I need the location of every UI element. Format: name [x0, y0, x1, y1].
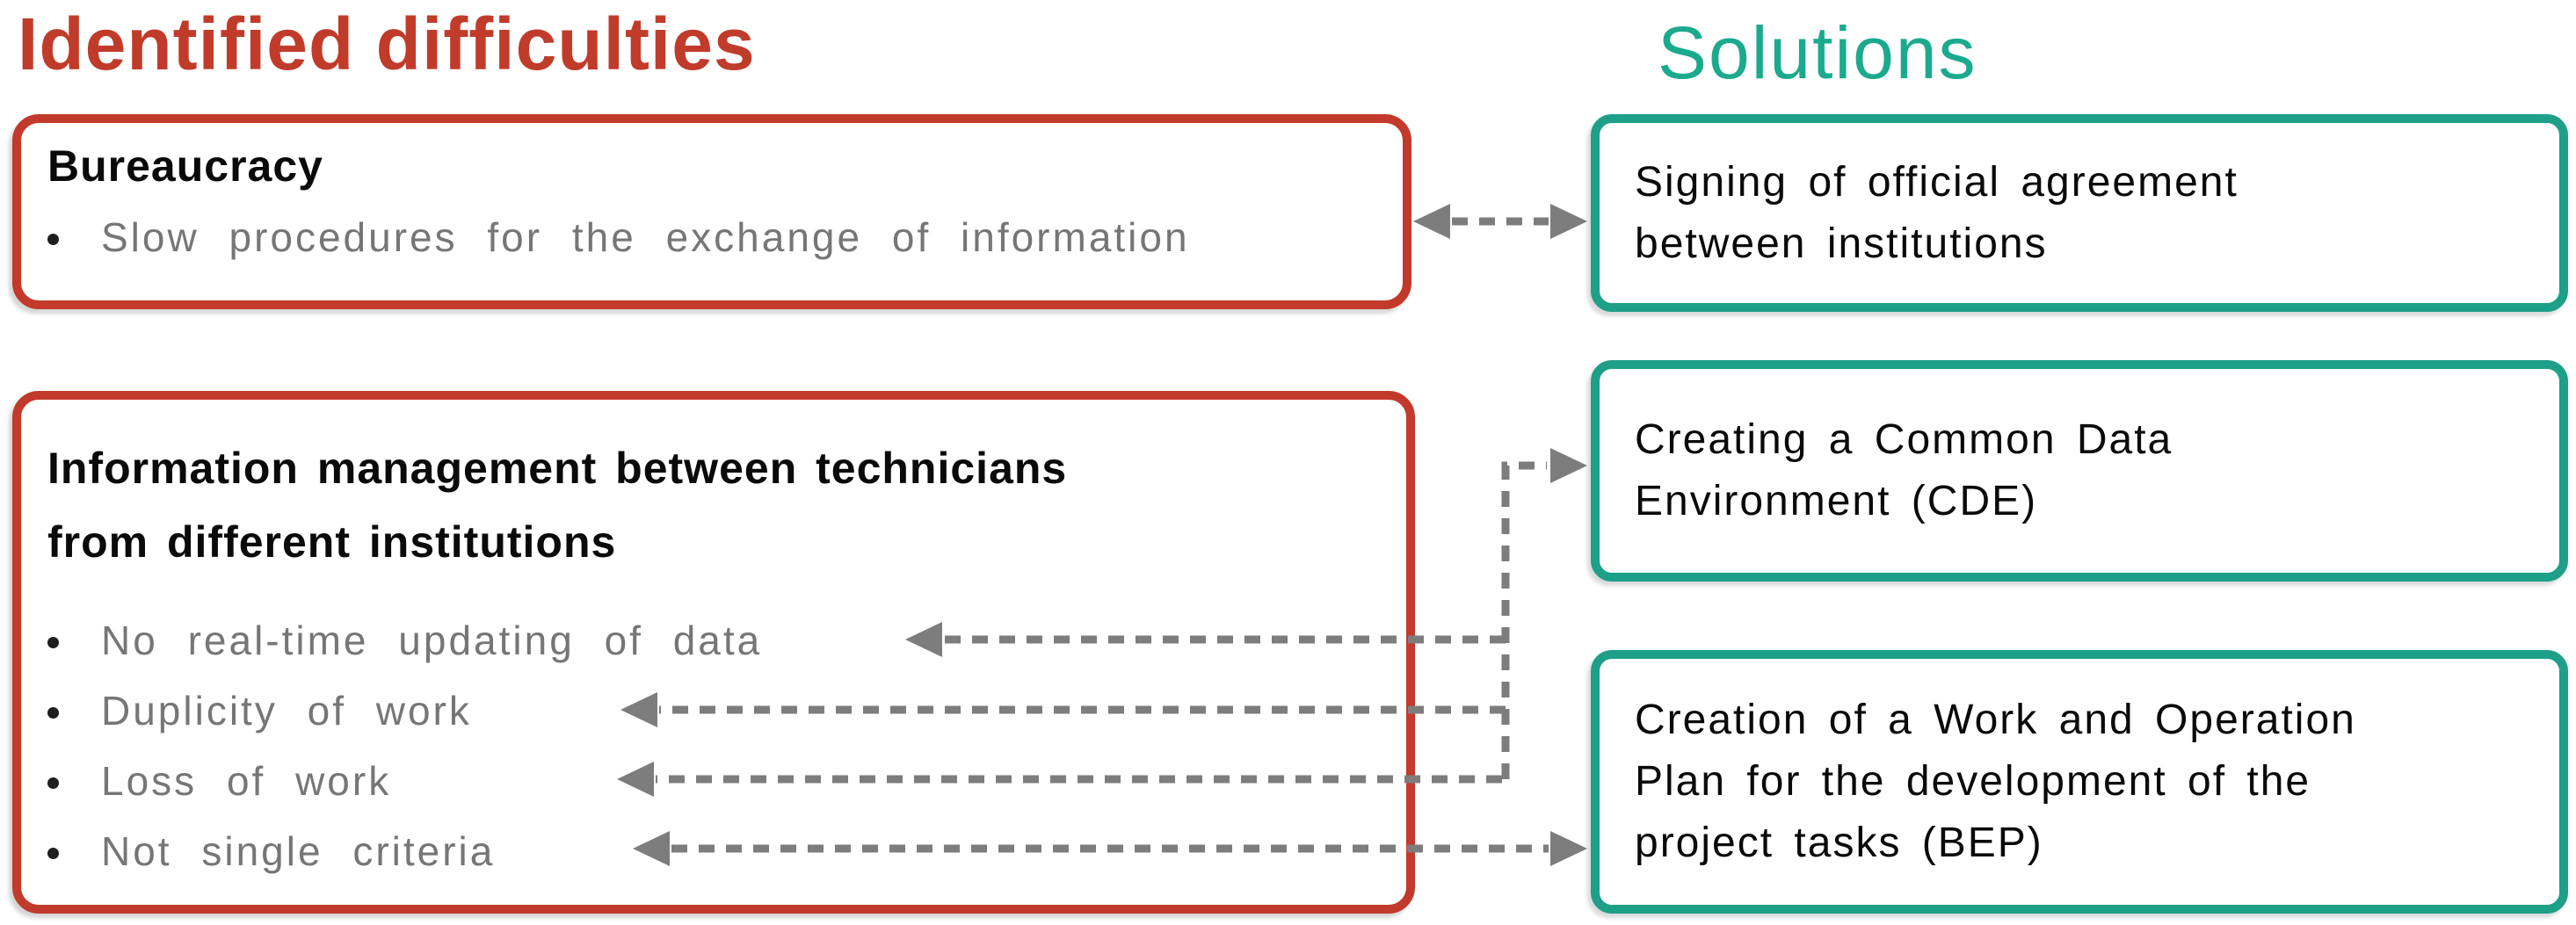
solution-box-agreement: Signing of official agreement between in…	[1591, 114, 2568, 312]
solution-text: Signing of official agreement between in…	[1635, 158, 2239, 267]
bullet-text: Not single criteria	[101, 828, 496, 874]
solution-box-cde: Creating a Common Data Environment (CDE)	[1591, 360, 2568, 582]
arrowhead-left-icon	[1413, 204, 1450, 239]
bullet-dot-icon	[47, 636, 59, 648]
arrowhead-right-icon	[1550, 448, 1587, 483]
arrowhead-right-icon	[1550, 204, 1587, 239]
difficulty-heading: Bureaucracy	[47, 141, 323, 191]
arrowhead-right-icon	[1550, 831, 1587, 866]
bullet-dot-icon	[47, 777, 59, 789]
difficulty-heading: Information management between technicia…	[47, 444, 1068, 567]
list-item: No real-time updating of data	[47, 605, 1389, 676]
list-item: Slow procedures for the exchange of info…	[47, 206, 1385, 269]
bullet-text: Duplicity of work	[101, 688, 472, 733]
difficulties-column-title: Identified difficulties	[18, 3, 756, 85]
difficulty-box-information-management: Information management between technicia…	[12, 391, 1415, 914]
bullet-dot-icon	[47, 706, 59, 719]
solution-box-bep: Creation of a Work and Operation Plan fo…	[1591, 650, 2568, 914]
difficulty-box-bureaucracy: Bureaucracy Slow procedures for the exch…	[12, 114, 1411, 309]
difficulty-bullet-list: No real-time updating of data Duplicity …	[47, 605, 1389, 886]
solution-text: Creation of a Work and Operation Plan fo…	[1635, 697, 2356, 866]
solutions-column-title: Solutions	[1658, 11, 1977, 94]
bullet-dot-icon	[47, 847, 59, 859]
difficulty-bullet-list: Slow procedures for the exchange of info…	[47, 206, 1385, 269]
bullet-text: Slow procedures for the exchange of info…	[101, 214, 1190, 260]
list-item: Not single criteria	[47, 816, 1389, 886]
list-item: Duplicity of work	[47, 676, 1389, 746]
bullet-dot-icon	[47, 233, 59, 245]
bullet-text: No real-time updating of data	[101, 618, 763, 663]
solution-text: Creating a Common Data Environment (CDE)	[1635, 416, 2173, 524]
list-item: Loss of work	[47, 746, 1389, 816]
bullet-text: Loss of work	[101, 758, 392, 804]
connector-cde-trunk	[1501, 461, 1547, 779]
